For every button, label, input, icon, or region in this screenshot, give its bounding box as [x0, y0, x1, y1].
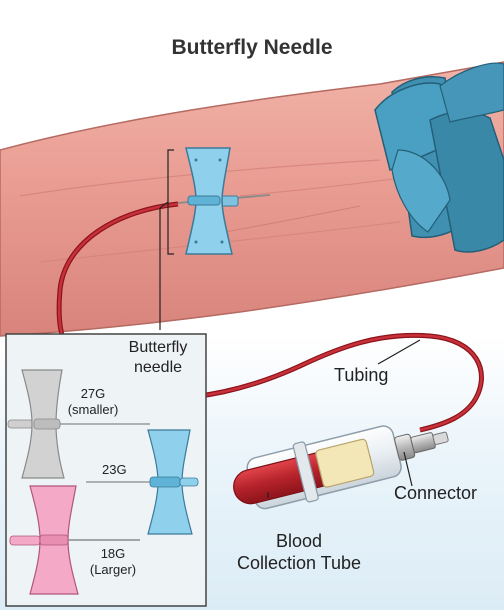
- tubing-label: Tubing: [334, 365, 389, 385]
- gauge-18g-value: 18G: [100, 546, 126, 561]
- blood-tube-label: Blood Collection Tube: [224, 530, 374, 574]
- gauge-inset: [5, 333, 207, 607]
- blood-tube-label-line1: Blood: [275, 531, 323, 551]
- arm: [0, 61, 504, 337]
- gauge-27g-note: (smaller): [67, 402, 119, 417]
- tubing: [56, 201, 484, 433]
- page-title: Butterfly Needle: [171, 36, 333, 59]
- gauge-27g-value: 27G: [80, 386, 106, 401]
- tourniquet: [374, 62, 504, 253]
- gauge-27g-label: 27G (smaller): [60, 386, 126, 418]
- butterfly-needle-label-line1: Butterfly: [128, 339, 188, 356]
- needle-18g-illustration: [9, 485, 140, 595]
- butterfly-needle-on-arm: [159, 147, 271, 330]
- butterfly-needle-label: Butterfly needle: [108, 338, 208, 378]
- gauge-23g-value: 23G: [102, 462, 127, 477]
- connector-label: Connector: [394, 483, 478, 503]
- needle-23g-illustration: [86, 429, 199, 535]
- needle-27g-illustration: [7, 369, 150, 479]
- blood-tube-label-line2: Collection Tube: [236, 553, 362, 573]
- blood-collection-assembly: [233, 339, 449, 510]
- gauge-18g-label: 18G (Larger): [80, 546, 146, 578]
- gauge-18g-note: (Larger): [89, 562, 137, 577]
- butterfly-needle-label-line2: needle: [133, 359, 183, 376]
